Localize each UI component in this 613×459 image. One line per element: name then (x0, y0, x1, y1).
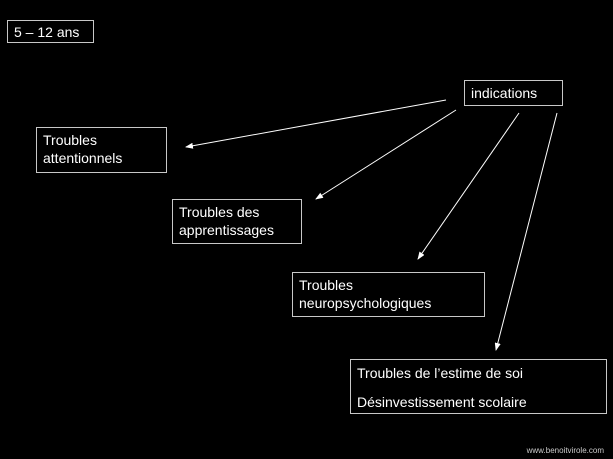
node-apprentissages: Troubles des apprentissages (172, 199, 302, 244)
node-line: Troubles (43, 132, 97, 148)
node-line: Troubles de l’estime de soi (357, 365, 524, 381)
node-neuropsychologiques: Troubles neuropsychologiques (292, 272, 485, 317)
arrow (315, 109, 457, 200)
node-attentionnels: Troubles attentionnels (36, 127, 167, 173)
node-line: Troubles (299, 277, 353, 293)
node-line: Désinvestissement scolaire (357, 394, 527, 410)
arrow (494, 112, 558, 351)
node-estime-de-soi: Troubles de l’estime de soi Désinvestiss… (350, 359, 607, 414)
watermark: www.benoitvirole.com (526, 446, 604, 455)
age-label: 5 – 12 ans (7, 20, 94, 43)
node-line: Troubles des (179, 204, 260, 220)
arrow (417, 112, 520, 260)
root-indications: indications (464, 80, 563, 106)
node-line: apprentissages (179, 222, 274, 238)
node-line: neuropsychologiques (299, 295, 432, 311)
arrow (185, 99, 447, 149)
node-line: attentionnels (43, 150, 123, 166)
